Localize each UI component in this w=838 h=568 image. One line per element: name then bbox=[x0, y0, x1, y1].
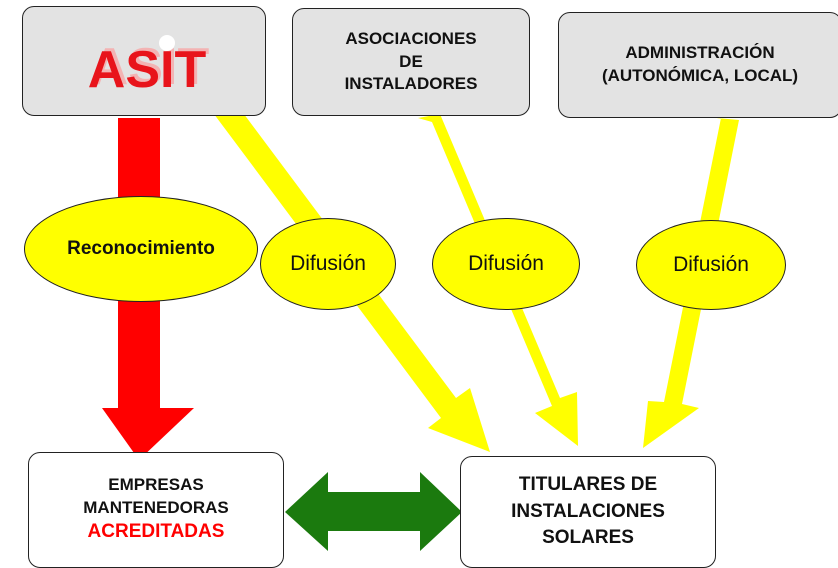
empresas-text: EMPRESAS MANTENEDORAS ACREDITADAS bbox=[83, 474, 228, 547]
asit-logo-box: ASIT ASIT bbox=[22, 6, 266, 116]
asit-logo-text: ASIT bbox=[88, 41, 207, 93]
difusion-label-3: Difusión bbox=[673, 253, 749, 276]
reconocimiento-ellipse: Reconocimiento bbox=[24, 196, 258, 302]
asociaciones-box: ASOCIACIONES DE INSTALADORES bbox=[292, 8, 530, 116]
green-double-arrow bbox=[285, 472, 462, 551]
yellow-arrow-asociaciones bbox=[418, 114, 578, 446]
svg-text:ASIT: ASIT bbox=[91, 38, 210, 93]
administracion-box: ADMINISTRACIÓN (AUTONÓMICA, LOCAL) bbox=[558, 12, 838, 118]
asociaciones-text: ASOCIACIONES DE INSTALADORES bbox=[344, 28, 478, 94]
acreditadas-highlight: ACREDITADAS bbox=[87, 521, 225, 543]
asit-logo: ASIT ASIT bbox=[88, 35, 210, 93]
difusion-label-2: Difusión bbox=[468, 252, 544, 275]
difusion-ellipse-1: Difusión bbox=[260, 218, 396, 310]
reconocimiento-label: Reconocimiento bbox=[67, 238, 215, 259]
administracion-text: ADMINISTRACIÓN (AUTONÓMICA, LOCAL) bbox=[601, 43, 799, 85]
titulares-text: TITULARES DE INSTALACIONES SOLARES bbox=[511, 473, 665, 549]
titulares-box: TITULARES DE INSTALACIONES SOLARES bbox=[460, 456, 716, 568]
empresas-box: EMPRESAS MANTENEDORAS ACREDITADAS bbox=[28, 452, 284, 568]
difusion-ellipse-2: Difusión bbox=[432, 218, 580, 310]
logo-dot bbox=[159, 35, 175, 51]
difusion-label-1: Difusión bbox=[290, 252, 366, 275]
difusion-ellipse-3: Difusión bbox=[636, 220, 786, 310]
